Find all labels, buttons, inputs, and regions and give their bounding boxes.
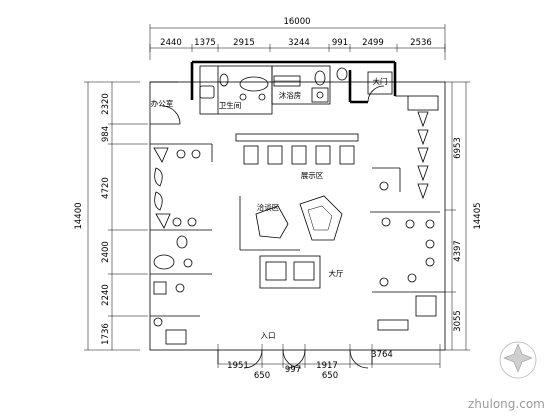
exterior-walls bbox=[149, 60, 446, 351]
toilet-room-label: 卫生间 bbox=[219, 100, 242, 110]
overall-dimension: 16000 bbox=[149, 17, 446, 60]
watermark-text: zhulong.com bbox=[468, 397, 545, 411]
lounge: 大厅 bbox=[259, 255, 344, 289]
top-dim-6: 2499 bbox=[362, 38, 384, 48]
bottom-dim-4: 1917 bbox=[316, 361, 338, 371]
bottom-dimension-chain: 1951 650 997 1917 650 3764 bbox=[217, 344, 441, 381]
left-dim-1: 2320 bbox=[101, 93, 111, 115]
left-dim-2: 984 bbox=[101, 126, 111, 142]
office: 办公室 bbox=[150, 98, 181, 125]
left-dim-6: 1736 bbox=[101, 323, 111, 345]
right-fixtures bbox=[370, 95, 445, 331]
right-dimension-chain: 14405 6953 4397 3055 bbox=[445, 81, 483, 351]
bottom-dim-1: 1951 bbox=[227, 361, 249, 371]
bottom-dim-3: 997 bbox=[285, 365, 301, 375]
wc-corner: 大门 bbox=[336, 67, 393, 103]
right-dim-3: 3055 bbox=[453, 310, 463, 332]
left-fixtures bbox=[150, 143, 213, 345]
top-dim-4: 3244 bbox=[288, 38, 310, 48]
gate-label: 大门 bbox=[373, 76, 388, 86]
watermark: zhulong.com bbox=[468, 341, 545, 411]
bottom-dim-6: 3764 bbox=[371, 350, 393, 360]
negotiation-area: 洽谈区 bbox=[239, 195, 343, 251]
toilet-room: 卫生间 bbox=[199, 65, 273, 115]
bath-room: 沐浴房 bbox=[271, 65, 331, 105]
office-label: 办公室 bbox=[151, 98, 174, 108]
left-dim-4: 2400 bbox=[101, 241, 111, 263]
left-dim-5: 2240 bbox=[101, 284, 111, 306]
right-total-label: 14405 bbox=[473, 202, 483, 229]
overall-width-label: 16000 bbox=[283, 17, 310, 27]
right-dim-1: 6953 bbox=[453, 137, 463, 159]
top-dim-5: 991 bbox=[332, 38, 348, 48]
left-total-label: 14400 bbox=[74, 202, 84, 229]
bottom-dim-5: 650 bbox=[322, 371, 338, 381]
left-dimension-chain: 14400 2320 984 4720 2400 2240 1736 bbox=[74, 81, 148, 351]
bottom-dim-2: 650 bbox=[254, 371, 270, 381]
top-dim-1: 2440 bbox=[160, 38, 182, 48]
entrance: 入口 bbox=[217, 331, 373, 369]
display-label: 展示区 bbox=[301, 171, 324, 180]
bath-room-label: 沐浴房 bbox=[279, 90, 302, 100]
top-dim-3: 2915 bbox=[233, 38, 255, 48]
display-area: 展示区 bbox=[235, 133, 359, 180]
top-dim-2: 1375 bbox=[194, 38, 216, 48]
hall-label: 大厅 bbox=[329, 268, 344, 278]
entrance-label: 入口 bbox=[261, 331, 276, 340]
top-dim-7: 2536 bbox=[410, 38, 432, 48]
left-dim-3: 4720 bbox=[101, 177, 111, 199]
top-dimension-chain: 2440 1375 2915 3244 991 2499 2536 bbox=[149, 38, 446, 52]
negotiation-label: 洽谈区 bbox=[257, 202, 280, 212]
right-dim-2: 4397 bbox=[453, 240, 463, 262]
